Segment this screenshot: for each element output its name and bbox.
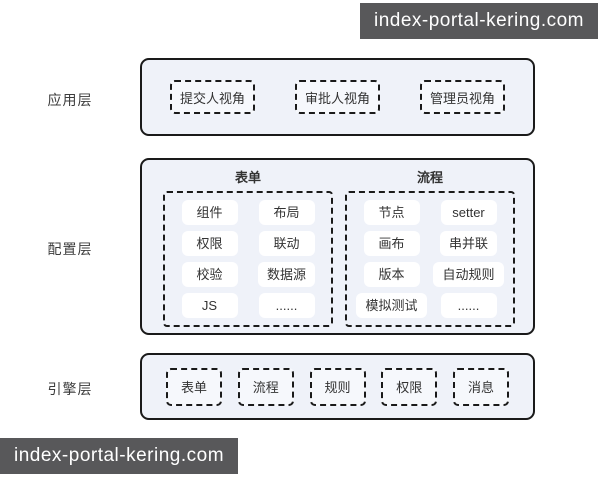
config-chip: ...... xyxy=(440,293,497,318)
config-chip: 布局 xyxy=(258,200,315,225)
layer-label-config: 配置层 xyxy=(47,241,93,257)
config-chip: 模拟测试 xyxy=(356,293,427,318)
engine-box-flow: 流程 xyxy=(237,367,294,406)
flow-group-box: 节点 setter 画布 串并联 版本 自动规则 模拟测试 ...... xyxy=(345,191,515,327)
config-chip: 版本 xyxy=(363,262,420,287)
engine-layer-box: 表单 流程 规则 权限 消息 xyxy=(140,353,535,420)
config-chip: 画布 xyxy=(363,231,420,256)
config-chip: 组件 xyxy=(181,200,238,225)
form-group-title: 表单 xyxy=(234,170,261,185)
perspective-box-admin: 管理员视角 xyxy=(420,80,505,114)
flow-group-title: 流程 xyxy=(416,170,443,185)
layer-label-application: 应用层 xyxy=(47,92,93,108)
config-chip: 自动规则 xyxy=(433,262,504,287)
watermark-badge-top: index-portal-kering.com xyxy=(359,3,598,39)
perspective-box-submitter: 提交人视角 xyxy=(170,80,255,114)
config-chip: setter xyxy=(440,200,497,225)
config-chip: 数据源 xyxy=(257,262,315,287)
engine-box-message: 消息 xyxy=(453,367,509,406)
watermark-badge-bottom: index-portal-kering.com xyxy=(0,438,239,474)
config-chip: 权限 xyxy=(181,231,238,256)
config-chip: 串并联 xyxy=(439,231,497,256)
layer-label-engine: 引擎层 xyxy=(47,381,93,397)
form-config-group: 表单 组件 布局 权限 联动 校验 数据源 JS ...... xyxy=(163,165,333,333)
flow-config-group: 流程 节点 setter 画布 串并联 版本 自动规则 模拟测试 ...... xyxy=(345,165,515,333)
config-chip: ...... xyxy=(258,293,315,318)
application-layer-box: 提交人视角 审批人视角 管理员视角 xyxy=(140,58,535,136)
perspective-box-approver: 审批人视角 xyxy=(295,80,380,114)
form-group-box: 组件 布局 权限 联动 校验 数据源 JS ...... xyxy=(163,191,333,327)
config-chip: 节点 xyxy=(363,200,420,225)
config-layer-box: 表单 组件 布局 权限 联动 校验 数据源 JS ...... 流程 节点 se… xyxy=(140,158,535,335)
config-chip: 联动 xyxy=(258,231,315,256)
config-chip: JS xyxy=(181,293,238,318)
engine-box-form: 表单 xyxy=(166,367,222,406)
engine-box-permission: 权限 xyxy=(381,367,438,406)
engine-box-rule: 规则 xyxy=(309,367,366,406)
config-chip: 校验 xyxy=(181,262,238,287)
